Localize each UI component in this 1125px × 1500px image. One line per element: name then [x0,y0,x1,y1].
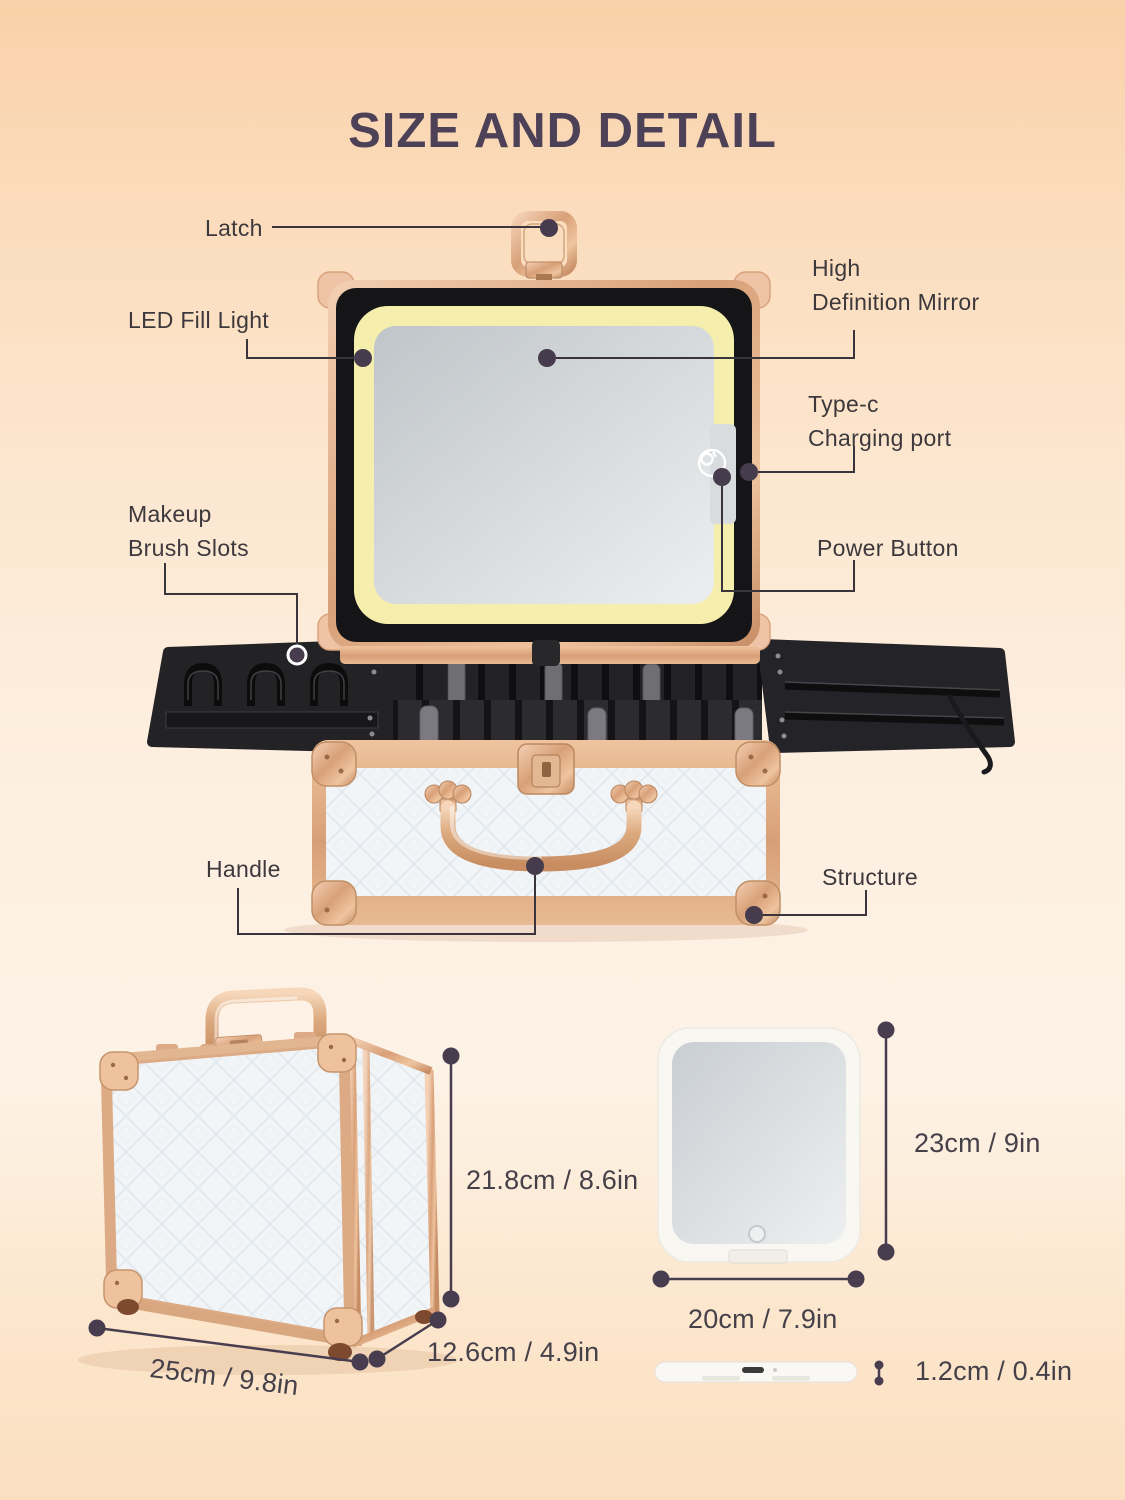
callout-brush-line2: Brush Slots [128,535,249,561]
callout-lines [164,226,867,935]
callout-typec-port: Type-c Charging port [808,387,951,455]
case-body [311,740,781,926]
brush-line [164,563,298,646]
hd-mirror [374,326,714,604]
closed-case-illustration [78,987,458,1375]
callout-latch: Latch [205,211,263,245]
page-title: SIZE AND DETAIL [348,104,777,158]
callout-hd-mirror-line2: Definition Mirror [812,289,980,315]
mirror-stand-tab [728,1249,788,1264]
closed-handle [205,987,327,1059]
power-touch-icon [697,448,727,478]
closed-corner-brackets [99,1033,363,1347]
callout-power-button: Power Button [817,531,959,565]
usb-c-port [742,1367,764,1373]
mirror-touch-button [748,1225,766,1243]
body-clasp [517,743,575,795]
dimension-case-depth: 12.6cm / 4.9in [427,1337,600,1367]
callout-led-fill-light: LED Fill Light [128,303,269,337]
callout-brush-line1: Makeup [128,501,212,527]
mirror-glass [672,1042,846,1244]
callout-hd-mirror: High Definition Mirror [812,251,979,319]
callout-brush-slots: Makeup Brush Slots [128,497,249,565]
dimension-mirror-thickness: 1.2cm / 0.4in [915,1356,1073,1386]
led-line [246,339,354,359]
corner-brackets [311,741,781,926]
latch-hardware [511,211,577,283]
callout-dots [286,219,763,924]
mirror-line [556,330,855,359]
flap-rivets [775,653,787,739]
case-feet [117,1299,433,1361]
callout-handle: Handle [206,852,281,886]
callout-power-label: Power Button [817,535,959,561]
right-flap [757,639,1015,775]
dimension-mirror-height: 23cm / 9in [914,1128,1041,1158]
callout-structure: Structure [822,860,918,894]
lid-mirror-assembly [317,271,771,666]
hinge-tab [532,640,560,666]
structure-line [763,890,867,916]
dimension-lines [88,1021,895,1386]
typec-line [758,446,855,473]
mirror-front-illustration [657,1027,861,1264]
zipper-cord [947,694,993,775]
mirror-side-illustration [654,1361,858,1383]
closed-side-panel [348,1038,436,1347]
divider-posts-back [447,659,661,711]
bracket-screws [324,754,768,913]
callout-hd-mirror-line1: High [812,255,861,281]
callout-structure-label: Structure [822,864,919,890]
dimension-mirror-width: 20cm / 7.9in [688,1304,838,1334]
left-brush-flap [147,639,393,753]
callout-led-label: LED Fill Light [128,307,269,333]
callout-handle-label: Handle [206,856,281,882]
callout-latch-label: Latch [205,215,263,241]
power-line [721,486,855,592]
callout-typec-line1: Type-c [808,391,879,417]
handle-line [237,875,536,935]
callout-typec-line2: Charging port [808,425,952,451]
open-case-illustration [147,211,1015,942]
dimension-case-height: 21.8cm / 8.6in [466,1165,639,1195]
